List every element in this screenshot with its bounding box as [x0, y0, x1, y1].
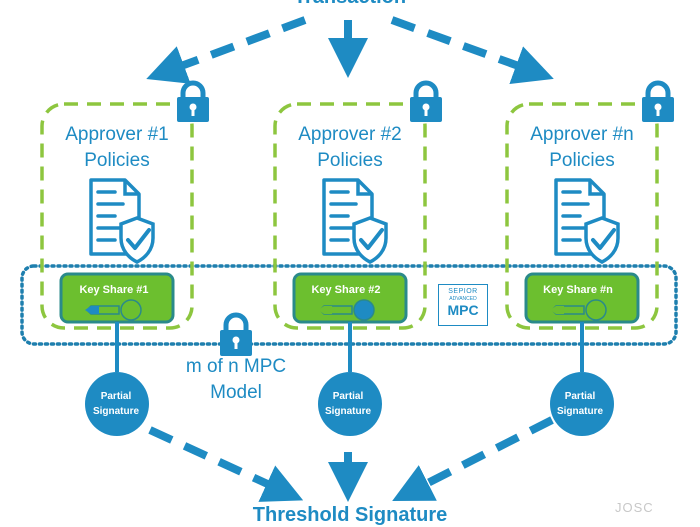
- partial-n-line-2: Signature: [556, 406, 604, 417]
- key-share-2-box: [292, 272, 408, 324]
- arrow-from-partial-1: [148, 426, 304, 502]
- policy-document-icon: [322, 178, 388, 264]
- approver-n-policies: Policies: [549, 150, 615, 171]
- key-share-n-box: [524, 272, 640, 324]
- approver-n-name: Approver #n: [530, 124, 634, 145]
- partial-signature-2-circle: [318, 372, 382, 436]
- shield-check-icon: [119, 216, 155, 264]
- mpc-model-label: m of n MPC Model: [166, 354, 306, 406]
- lock-icon: [410, 80, 442, 122]
- policy-document-icon: [554, 178, 620, 264]
- key-share-n-label: Key Share #n: [543, 284, 613, 296]
- shield-check-icon: [584, 216, 620, 264]
- approver-n-label: Approver #n Policies: [497, 122, 667, 174]
- key-icon: [85, 299, 142, 321]
- badge-line-3: MPC: [447, 302, 479, 318]
- arrow-to-approver-n: [390, 16, 554, 84]
- approver-box-1: [40, 102, 194, 330]
- partial-signature-1-circle: [85, 372, 149, 436]
- partial-signature-2-label: Partial Signature: [313, 389, 383, 419]
- policy-document-icon: [89, 178, 155, 264]
- key-share-2-label: Key Share #2: [311, 284, 381, 296]
- arrow-from-partial-n: [392, 416, 554, 502]
- partial-n-line-1: Partial: [564, 391, 596, 402]
- badge-line-1: SEPIOR: [448, 288, 478, 295]
- key-icon: [318, 299, 375, 321]
- approver-1-policies: Policies: [84, 150, 150, 171]
- partial-2-line-1: Partial: [332, 391, 364, 402]
- approver-box-n: [505, 102, 659, 330]
- shield-check-icon: [352, 216, 388, 264]
- threshold-arrows: [148, 416, 554, 502]
- partial-signature-n-label: Partial Signature: [545, 389, 615, 419]
- badge-line-2: ADVANCED: [449, 296, 477, 302]
- transaction-arrows: [146, 16, 554, 84]
- lock-icon: [642, 80, 674, 122]
- mpc-lock-icon: [220, 312, 252, 356]
- key-share-1-box: [59, 272, 175, 324]
- mpc-model-line-2: Model: [210, 382, 262, 403]
- approver-2-label: Approver #2 Policies: [265, 122, 435, 174]
- watermark: JOSC: [615, 500, 654, 515]
- key-icon: [550, 299, 607, 321]
- threshold-signature-title: Threshold Signature: [252, 504, 448, 526]
- arrow-to-approver-1: [146, 16, 307, 84]
- transaction-title: Transaction: [0, 0, 700, 9]
- partial-signature-n-circle: [550, 372, 614, 436]
- approver-box-2: [273, 102, 427, 330]
- approver-2-policies: Policies: [317, 150, 383, 171]
- mpc-model-line-1: m of n MPC: [185, 356, 287, 377]
- approver-1-label: Approver #1 Policies: [32, 122, 202, 174]
- policy-doc-icons: [89, 178, 620, 264]
- approver-1-name: Approver #1: [65, 124, 169, 145]
- partial-2-line-2: Signature: [324, 406, 372, 417]
- key-share-1-label: Key Share #1: [79, 284, 149, 296]
- partial-1-line-2: Signature: [92, 406, 140, 417]
- sepior-mpc-badge: SEPIOR ADVANCED MPC: [438, 284, 488, 326]
- approver-boxes: [40, 102, 659, 330]
- partial-1-line-1: Partial: [100, 391, 132, 402]
- approver-2-name: Approver #2: [298, 124, 402, 145]
- partial-signature-1-label: Partial Signature: [81, 389, 151, 419]
- lock-icon: [177, 80, 209, 122]
